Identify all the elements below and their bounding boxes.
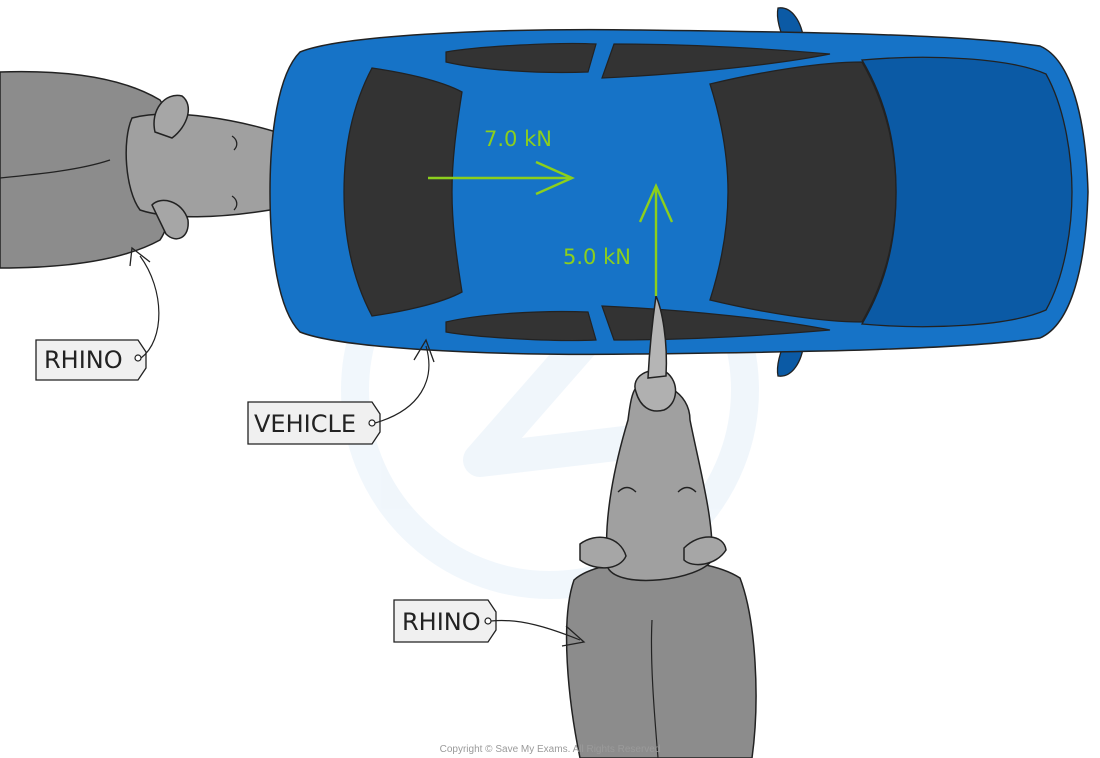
vehicle bbox=[269, 7, 1089, 377]
rhino-bottom-eye-right bbox=[677, 486, 697, 493]
rhino-bottom-body bbox=[565, 559, 757, 758]
rhino-left-eye-bottom bbox=[231, 195, 238, 211]
rhino-bottom-horn-base bbox=[634, 369, 677, 412]
tag-vehicle-string bbox=[374, 345, 430, 424]
copyright-text: Copyright © Save My Exams. All Rights Re… bbox=[440, 744, 661, 755]
force-arrow-horizontal: 7.0 kN bbox=[428, 127, 575, 196]
force-label-5kn: 5.0 kN bbox=[563, 245, 631, 269]
tag-rhino-bottom-text: RHINO bbox=[402, 608, 481, 636]
tag-vehicle: VEHICLE bbox=[247, 338, 435, 445]
rhino-left-eye-top bbox=[231, 135, 238, 151]
tag-rhino-bottom-string bbox=[490, 619, 581, 641]
force-label-7kn: 7.0 kN bbox=[484, 127, 552, 151]
rhino-left-ear-bottom bbox=[151, 199, 189, 240]
rhino-bottom bbox=[565, 293, 757, 758]
tag-rhino-bottom: RHINO bbox=[393, 599, 586, 647]
rhino-bottom-body-line bbox=[650, 619, 659, 758]
rhino-left-body-line bbox=[0, 159, 111, 179]
tag-rhino-left-string bbox=[139, 255, 160, 359]
tag-vehicle-text: VEHICLE bbox=[254, 410, 356, 438]
rhino-bottom-ear-right bbox=[683, 536, 727, 566]
vehicle-windshield-front bbox=[343, 67, 463, 317]
rhino-left-ear-top bbox=[153, 94, 190, 139]
vehicle-side-window-top-rear bbox=[601, 43, 831, 79]
rhino-bottom-eye-left bbox=[617, 486, 637, 493]
rhino-bottom-horn bbox=[647, 293, 668, 379]
rhino-bottom-ear-left bbox=[579, 536, 627, 569]
vehicle-side-window-bottom-front bbox=[445, 310, 597, 342]
tag-rhino-left-text: RHINO bbox=[44, 346, 123, 374]
rhino-bottom-head bbox=[605, 383, 713, 582]
vehicle-windshield-rear bbox=[709, 61, 897, 323]
force-arrow-vertical: 5.0 kN bbox=[563, 183, 674, 296]
vehicle-side-window-top-front bbox=[445, 42, 597, 74]
tag-rhino-left: RHINO bbox=[35, 246, 160, 381]
